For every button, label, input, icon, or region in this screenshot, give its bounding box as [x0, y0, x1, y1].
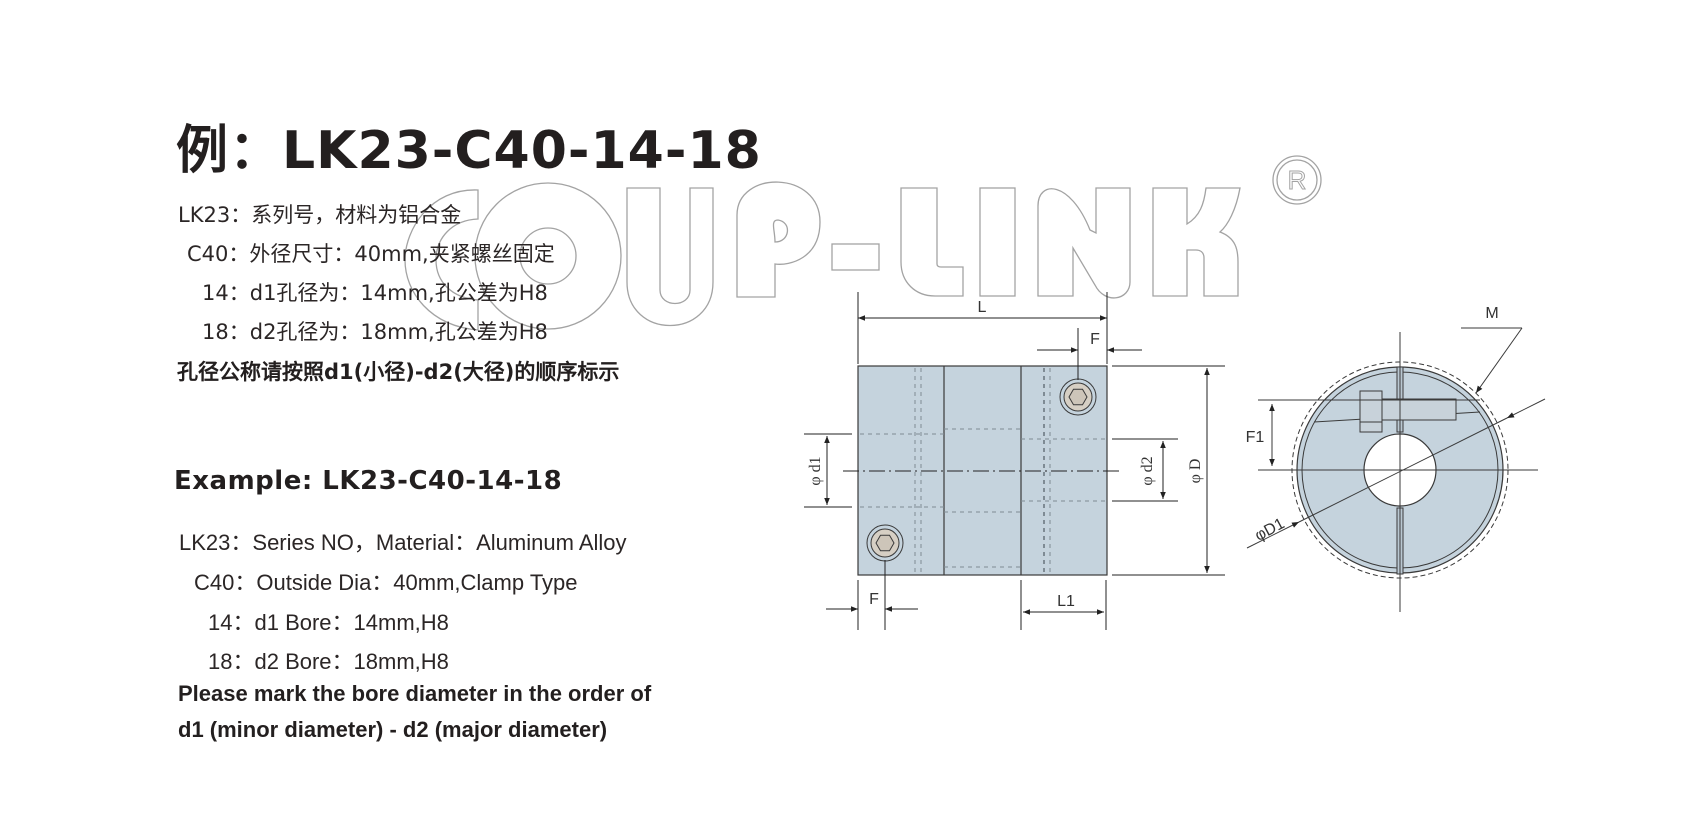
registered-mark-icon	[1272, 155, 1322, 205]
logo-letter-p	[736, 181, 821, 298]
end-view: M F1 φD1	[1246, 305, 1546, 612]
dim-label-M: M	[1485, 305, 1498, 322]
spec-code: 18：	[202, 320, 250, 344]
dim-label-phi-d2: φ d2	[1139, 456, 1156, 485]
spec-code: LK23：	[179, 530, 253, 555]
dim-label-phi-D: φ D	[1187, 459, 1204, 484]
cn-spec-line-series: LK23：系列号，材料为铝合金	[178, 199, 461, 229]
logo-dash	[831, 243, 880, 271]
spec-text: d1孔径为：14mm,孔公差为H8	[249, 281, 548, 305]
spec-text: d1 Bore：14mm,H8	[254, 610, 449, 635]
dim-label-phi-D1: φD1	[1252, 515, 1287, 545]
dim-label-phi-d1: φ d1	[807, 456, 824, 485]
logo-letter-u	[626, 187, 714, 326]
set-screw-bottom	[866, 524, 904, 562]
logo-letter-c	[404, 189, 479, 331]
en-spec-line-d2: 18：d2 Bore：18mm,H8	[208, 644, 449, 676]
logo-letter-i	[979, 187, 1016, 297]
en-bore-order-note-line2: d1 (minor diameter) - d2 (major diameter…	[178, 717, 608, 742]
spec-text: Outside Dia：40mm,Clamp Type	[256, 570, 578, 595]
side-view: L F F L1 φ d1 φ d2 φ D	[804, 292, 1225, 630]
en-spec-line-series: LK23：Series NO，Material：Aluminum Alloy	[179, 525, 627, 557]
spec-code: C40：	[194, 570, 257, 595]
en-spec-line-d1: 14：d1 Bore：14mm,H8	[208, 605, 449, 637]
example-heading: Example: LK23-C40-14-18	[174, 466, 563, 496]
dim-label-F1: F1	[1246, 429, 1265, 446]
spec-code: C40：	[187, 242, 250, 266]
spec-text: 系列号，材料为铝合金	[251, 203, 462, 227]
title-prefix: 例：	[176, 121, 283, 181]
cn-bore-order-note: 孔径公称请按照d1(小径)-d2(大径)的顺序标示	[177, 360, 620, 384]
registered-r-glyph: R	[1288, 165, 1307, 195]
spec-text: d2孔径为：18mm,孔公差为H8	[249, 320, 548, 344]
cn-spec-line-d1: 14：d1孔径为：14mm,孔公差为H8	[202, 277, 548, 307]
spec-text: Series NO，Material：Aluminum Alloy	[252, 530, 627, 555]
spec-code: 18：	[208, 649, 255, 674]
logo-letter-o	[474, 182, 622, 330]
dim-label-L1: L1	[1057, 593, 1075, 610]
logo-letter-n	[1037, 187, 1131, 299]
spec-text: 外径尺寸：40mm,夹紧螺丝固定	[249, 242, 555, 266]
en-bore-order-note-line1: Please mark the bore diameter in the ord…	[178, 681, 652, 706]
cn-spec-line-outer-dia: C40：外径尺寸：40mm,夹紧螺丝固定	[187, 238, 555, 268]
dim-label-F-bottom: F	[869, 591, 879, 608]
page-title: 例：LK23-C40-14-18	[176, 108, 762, 183]
logo-letter-k	[1152, 187, 1241, 297]
dim-label-L: L	[978, 299, 987, 316]
en-spec-line-outer-dia: C40：Outside Dia：40mm,Clamp Type	[194, 565, 578, 597]
set-screw-top	[1059, 378, 1097, 416]
title-model-code: LK23-C40-14-18	[282, 121, 762, 181]
spec-text: d2 Bore：18mm,H8	[254, 649, 449, 674]
spec-code: 14：	[208, 610, 255, 635]
spec-code: 14：	[202, 281, 250, 305]
cn-spec-line-d2: 18：d2孔径为：18mm,孔公差为H8	[202, 316, 548, 346]
spec-code: LK23：	[178, 203, 252, 227]
logo-letter-l	[900, 187, 964, 297]
dim-label-F-top: F	[1090, 331, 1100, 348]
